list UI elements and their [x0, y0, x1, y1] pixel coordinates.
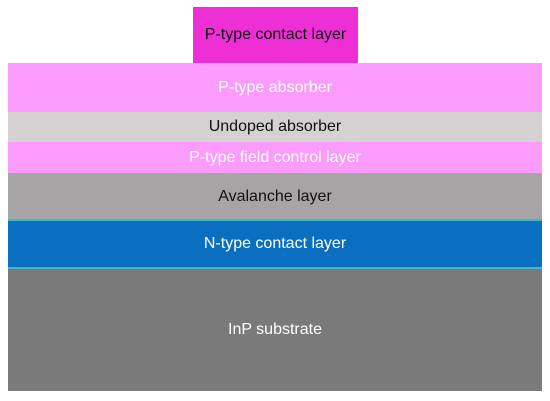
p-type-contact-layer-label: P-type contact layer: [204, 26, 347, 43]
p-type-field-control-layer: P-type field control layer: [8, 142, 542, 173]
avalanche-layer-label: Avalanche layer: [218, 187, 332, 205]
avalanche-layer: Avalanche layer: [8, 173, 542, 220]
n-type-contact-layer: N-type contact layer: [8, 220, 542, 268]
undoped-absorber-label: Undoped absorber: [208, 118, 342, 136]
p-type-absorber-label: P-type absorber: [218, 78, 332, 96]
p-type-absorber-layer: P-type absorber: [8, 63, 542, 112]
inp-substrate-layer: InP substrate: [8, 268, 542, 391]
p-type-field-control-label: P-type field control layer: [189, 148, 361, 166]
layer-divider: [8, 267, 542, 269]
n-type-contact-layer-label: N-type contact layer: [203, 235, 347, 253]
p-type-contact-layer: P-type contact layer: [193, 7, 358, 63]
layer-divider: [8, 219, 542, 221]
undoped-absorber-layer: Undoped absorber: [8, 112, 542, 142]
inp-substrate-label: InP substrate: [228, 320, 322, 338]
